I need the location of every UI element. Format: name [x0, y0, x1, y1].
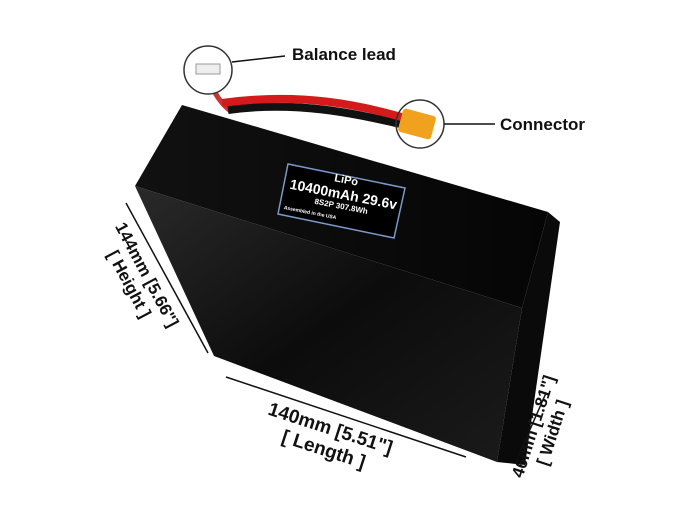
height-arrow: [125, 202, 209, 354]
battery-front-face: [135, 186, 522, 462]
battery-label-plate: [277, 163, 406, 239]
red-wire: [221, 94, 407, 122]
black-wire: [227, 102, 406, 129]
xt-connector: [398, 108, 436, 140]
width-arrow: [517, 392, 547, 458]
length-arrow: [225, 376, 467, 458]
balance-plug: [195, 63, 221, 75]
connector-callout: Connector: [500, 115, 585, 134]
balance-lead-callout: Balance lead: [292, 45, 396, 64]
battery-side-face: [497, 212, 560, 465]
